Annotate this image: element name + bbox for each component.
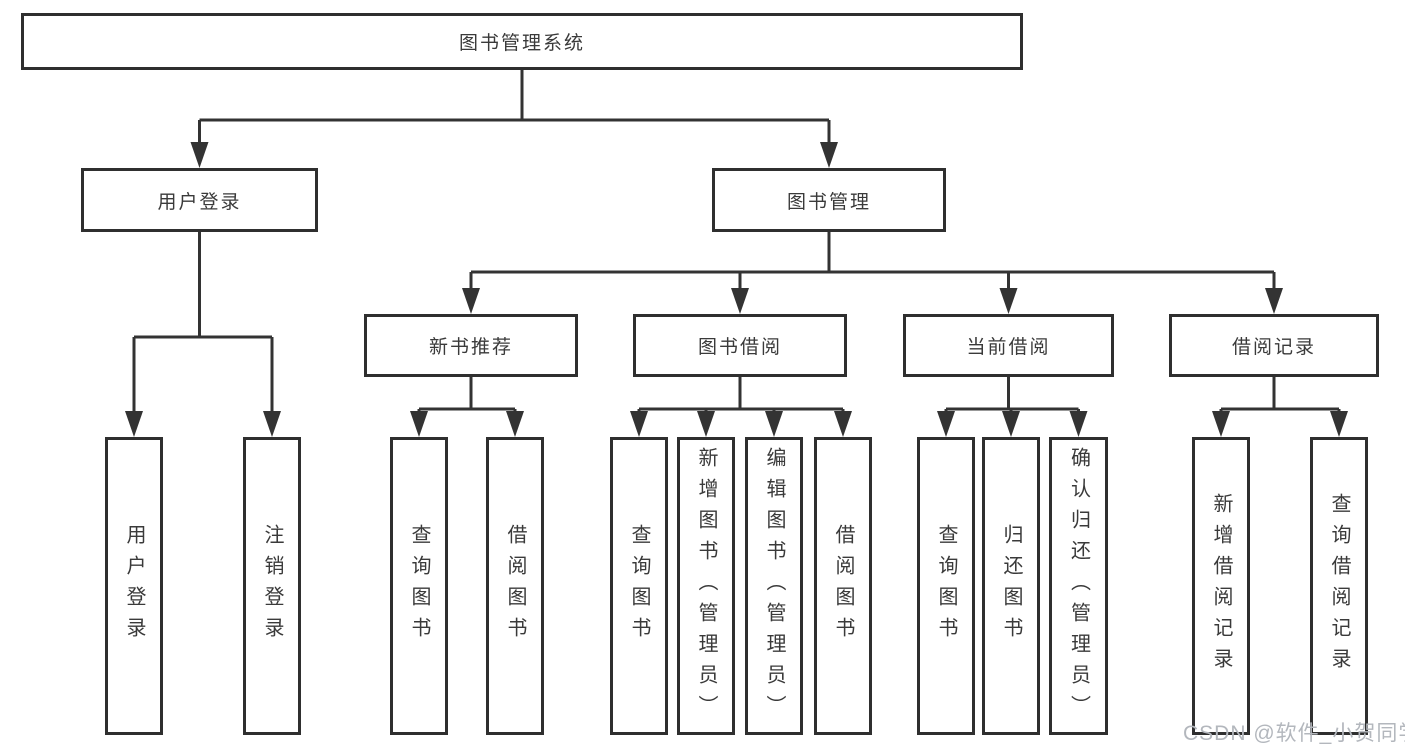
leaf-add-books-admin-label: 新增图书（管理员） [695, 446, 717, 726]
leaf-edit-books-admin: 编辑图书（管理员） [745, 437, 803, 735]
arrowhead [999, 288, 1018, 314]
leaf-logout-label: 注销登录 [261, 524, 283, 648]
arrowhead [731, 288, 749, 314]
node-book-borrowing: 图书借阅 [633, 314, 847, 377]
leaf-return-books: 归还图书 [982, 437, 1040, 735]
leaf-confirm-return-admin: 确认归还（管理员） [1049, 437, 1108, 735]
arrowhead [263, 411, 281, 437]
leaf-user-login-label: 用户登录 [123, 524, 145, 648]
arrowhead [1265, 288, 1283, 314]
arrowhead [834, 411, 852, 437]
leaf-borrow-books: 借阅图书 [814, 437, 872, 735]
leaf-borrow-books-recommend-label: 借阅图书 [504, 524, 526, 648]
leaf-confirm-return-admin-label: 确认归还（管理员） [1067, 446, 1090, 726]
arrowhead [1212, 411, 1230, 437]
arrowhead [506, 411, 524, 437]
arrowhead [1330, 411, 1348, 437]
arrowhead [630, 411, 648, 437]
connector-new-book-recommend-to-leaves [410, 377, 524, 437]
arrowhead [765, 411, 783, 437]
leaf-logout: 注销登录 [243, 437, 301, 735]
node-book-management: 图书管理 [712, 168, 946, 232]
leaf-add-books-admin: 新增图书（管理员） [677, 437, 735, 735]
arrowhead [190, 142, 209, 168]
arrowhead [1069, 411, 1088, 437]
arrowhead [1002, 411, 1020, 437]
leaf-search-books-borrowing-label: 查询图书 [628, 524, 650, 648]
leaf-search-books-borrowing: 查询图书 [610, 437, 668, 735]
leaf-search-books-recommend-label: 查询图书 [408, 524, 430, 648]
connector-book-management-to-level3 [462, 232, 1283, 314]
connector-book-borrowing-to-leaves [630, 377, 852, 437]
leaf-user-login: 用户登录 [105, 437, 163, 735]
connector-borrow-records-to-leaves [1212, 377, 1348, 437]
leaf-edit-books-admin-label: 编辑图书（管理员） [763, 446, 785, 726]
connector-user-login-to-leaves [125, 232, 281, 437]
leaf-borrow-books-label: 借阅图书 [832, 524, 854, 648]
leaf-search-books-current-label: 查询图书 [935, 524, 957, 648]
arrowhead [410, 411, 428, 437]
arrowhead [125, 411, 143, 437]
arrowhead [697, 411, 715, 437]
leaf-search-borrow-record: 查询借阅记录 [1310, 437, 1368, 735]
node-library-management-system: 图书管理系统 [21, 13, 1023, 70]
connector-root-to-level2 [190, 70, 838, 168]
arrowhead [462, 288, 480, 314]
leaf-search-borrow-record-label: 查询借阅记录 [1328, 493, 1350, 679]
node-new-book-recommend: 新书推荐 [364, 314, 578, 377]
node-borrow-records: 借阅记录 [1169, 314, 1379, 377]
connector-current-borrowing-to-leaves [937, 377, 1088, 437]
arrowhead [820, 142, 838, 168]
leaf-borrow-books-recommend: 借阅图书 [486, 437, 544, 735]
watermark: CSDN @软件_小贺同学 [1183, 722, 1405, 745]
node-user-login: 用户登录 [81, 168, 318, 232]
leaf-add-borrow-record-label: 新增借阅记录 [1210, 493, 1232, 679]
leaf-search-books-current: 查询图书 [917, 437, 975, 735]
leaf-add-borrow-record: 新增借阅记录 [1192, 437, 1250, 735]
leaf-return-books-label: 归还图书 [1000, 524, 1022, 648]
leaf-search-books-recommend: 查询图书 [390, 437, 448, 735]
node-current-borrowing: 当前借阅 [903, 314, 1114, 377]
arrowhead [937, 411, 955, 437]
